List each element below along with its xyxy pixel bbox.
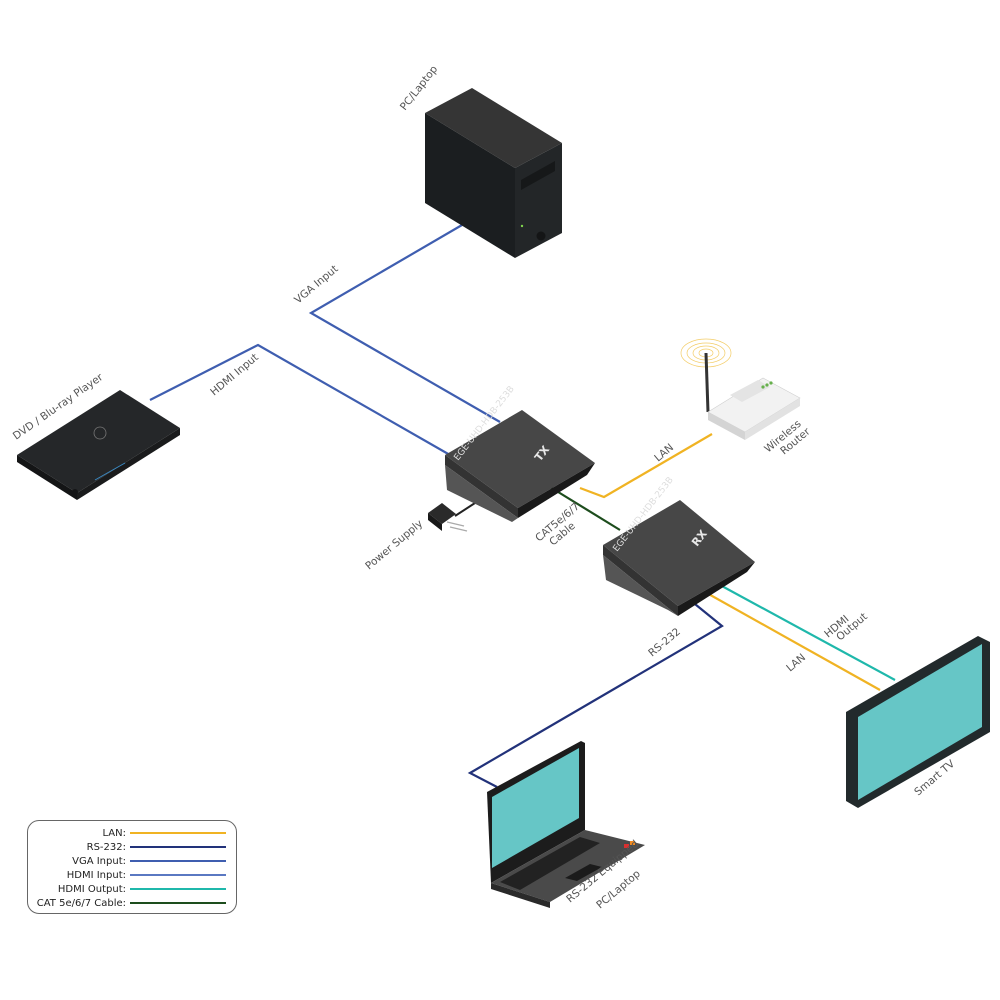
- dvd-player[interactable]: [17, 390, 180, 500]
- rx-extender[interactable]: EGE-UHD-HDB-253B RX: [603, 476, 755, 616]
- vga-cable: [308, 224, 501, 423]
- legend-row: VGA Input:: [28, 854, 226, 868]
- legend-row: HDMI Input:: [28, 868, 226, 882]
- legend-swatch-rs232: [130, 845, 226, 849]
- lan-cable-top: [579, 433, 713, 499]
- tx-extender[interactable]: EGE-UHD-HDB-253B TX: [445, 385, 595, 522]
- power-cable: [454, 502, 476, 517]
- power-supply[interactable]: [428, 503, 468, 532]
- smart-tv[interactable]: [846, 636, 990, 808]
- legend-row: CAT 5e/6/7 Cable:: [28, 896, 226, 910]
- legend-row: LAN:: [28, 826, 226, 840]
- hdmi-input-cable: [149, 343, 451, 456]
- legend-label: RS-232:: [86, 841, 126, 853]
- rs232-label: RS-232: [646, 626, 683, 659]
- legend-swatch-vga: [130, 859, 226, 863]
- legend-swatch-lan: [130, 831, 226, 835]
- legend-row: HDMI Output:: [28, 882, 226, 896]
- legend-row: RS-232:: [28, 840, 226, 854]
- legend-label: LAN:: [102, 827, 127, 839]
- legend-swatch-hdmi-output: [130, 887, 226, 891]
- power-supply-label: Power Supply: [363, 518, 425, 573]
- legend-swatch-cat: [130, 901, 226, 905]
- hdmi-output-cable: [719, 584, 896, 681]
- hdmi-input-label: HDMI Input: [208, 351, 261, 398]
- pc-tower[interactable]: [425, 88, 562, 258]
- legend-label: HDMI Output:: [57, 883, 126, 895]
- legend-label: HDMI Input:: [66, 869, 126, 881]
- wireless-router[interactable]: [680, 338, 801, 440]
- legend-label: VGA Input:: [72, 855, 126, 867]
- legend: LAN: RS-232: VGA Input: HDMI Input: HDMI…: [27, 820, 237, 914]
- rs232-cable: [467, 599, 724, 788]
- lan-cable-bottom: [704, 591, 881, 691]
- legend-swatch-hdmi-input: [130, 873, 226, 877]
- pc-label: PC/Laptop: [398, 63, 441, 113]
- cat-cable: [549, 486, 621, 531]
- laptop[interactable]: [487, 741, 645, 908]
- legend-label: CAT 5e/6/7 Cable:: [36, 897, 126, 909]
- lan-bottom-label: LAN: [784, 652, 808, 675]
